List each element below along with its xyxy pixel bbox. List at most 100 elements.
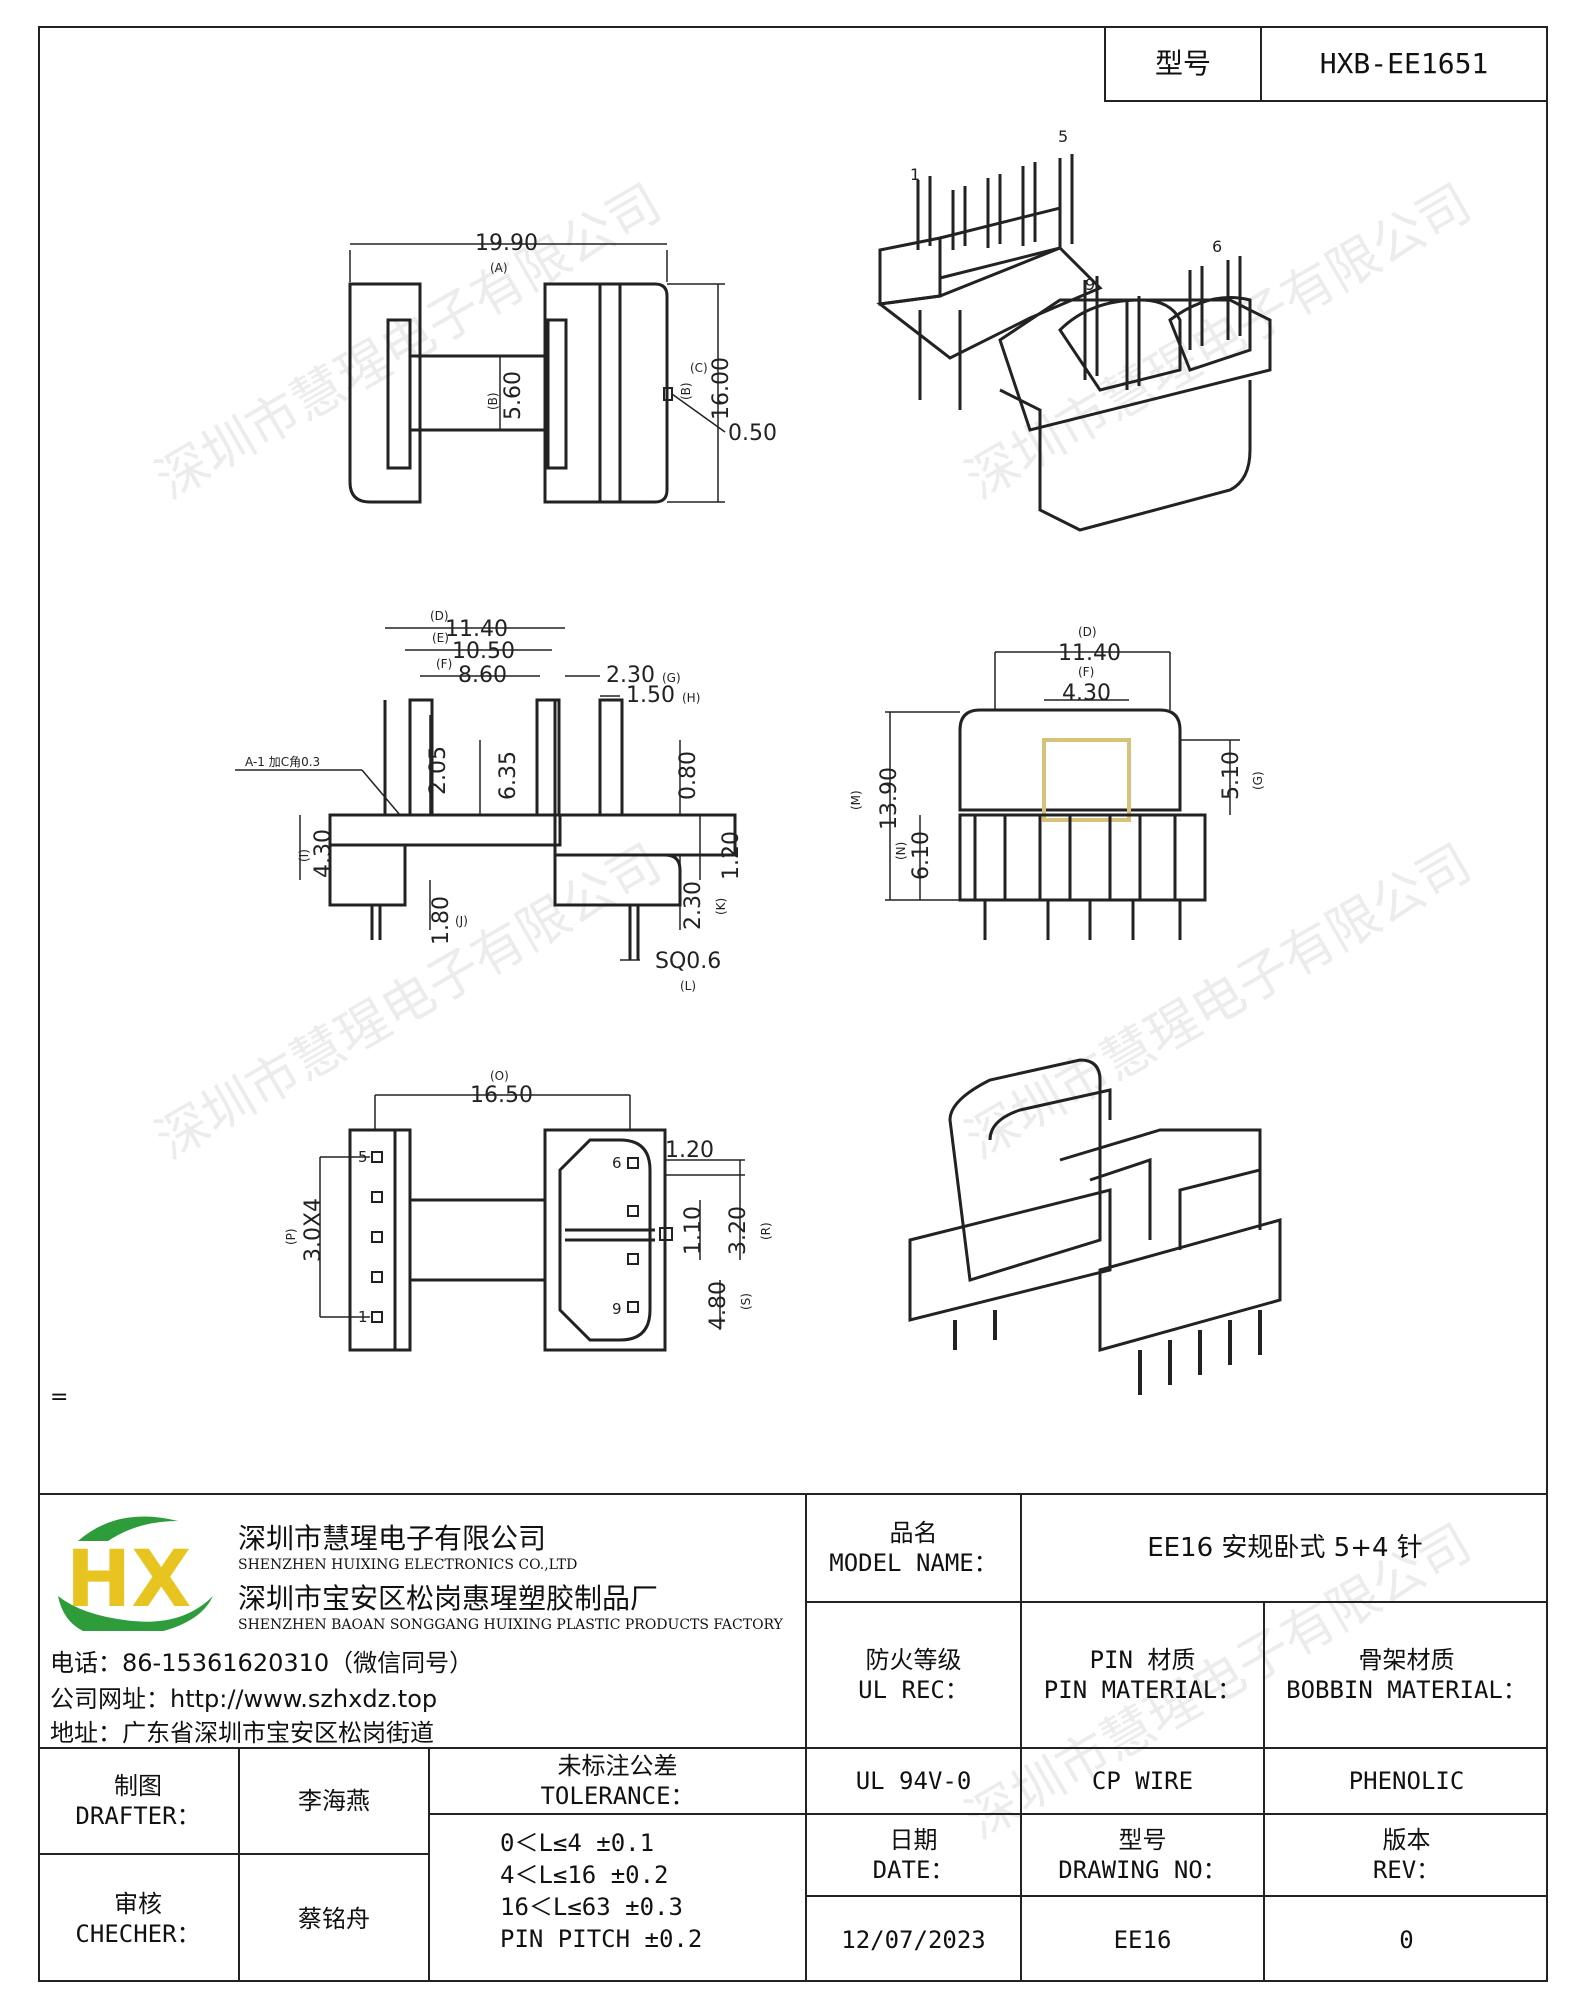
header-model-value: HXB-EE1651	[1260, 26, 1548, 102]
dim-tag: (A)	[490, 261, 508, 275]
top-view	[348, 243, 726, 504]
tolerance-values: 0＜L≤4 ±0.1 4＜L≤16 ±0.2 16＜L≤63 ±0.3 PIN …	[500, 1827, 702, 1955]
dim-side-d5: 1.50	[626, 683, 675, 708]
model-name-value: EE16 安规卧式 5+4 针	[1147, 1532, 1423, 1563]
model-name-label: 品名 MODEL NAME：	[829, 1519, 998, 1577]
dim-side-d10: 4.30	[311, 829, 336, 878]
tolerance-line: 0＜L≤4 ±0.1	[500, 1829, 655, 1857]
front-view	[885, 651, 1240, 940]
iso-pin-label: 1	[910, 165, 920, 184]
dim-tag: (H)	[682, 691, 700, 705]
dim-bottom-pitch: 3.0X4	[301, 1198, 326, 1262]
dim-bottom-d: 4.80	[706, 1281, 731, 1330]
dim-front-w: 11.40	[1058, 641, 1121, 666]
dim-front-h: 13.90	[877, 767, 902, 830]
dim-tag: (B)	[679, 382, 693, 400]
dim-tag: (J)	[455, 914, 468, 928]
dim-top-gap: 5.60	[501, 371, 526, 420]
dim-side-d13: SQ0.6	[655, 949, 721, 974]
dim-side-d11: 1.80	[429, 896, 454, 945]
dim-tag: (B)	[486, 392, 500, 410]
tolerance-line: 16＜L≤63 ±0.3	[500, 1893, 683, 1921]
dim-side-d7: 6.35	[496, 751, 521, 800]
iso-pin-label: 5	[1058, 127, 1068, 146]
checker-label: 审核 CHECHER：	[75, 1889, 201, 1948]
bottom-view	[319, 1094, 745, 1352]
dim-tag: (I)	[297, 849, 311, 862]
company-address: 地址：广东省深圳市宝安区松岗街道	[50, 1719, 434, 1747]
bobbin-material-value: PHENOLIC	[1348, 1767, 1465, 1795]
pin-material-value: CP WIRE	[1091, 1767, 1194, 1795]
bottom-pin-label: 6	[612, 1154, 622, 1172]
date-value: 12/07/2023	[841, 1925, 986, 1954]
dim-tag: (O)	[490, 1069, 509, 1083]
pin-material-label: PIN 材质 PIN MATERIAL：	[1043, 1646, 1242, 1704]
drafter-label: 制图 DRAFTER：	[75, 1772, 201, 1830]
dim-tag: (G)	[662, 671, 681, 685]
dim-tag: (S)	[739, 1293, 753, 1310]
dim-bottom-c: 3.20	[726, 1206, 751, 1255]
dim-tag: (E)	[432, 631, 449, 645]
dim-bottom-a: 1.20	[665, 1138, 714, 1163]
dim-side-d3: 8.60	[458, 663, 507, 688]
tolerance-line: 4＜L≤16 ±0.2	[500, 1861, 669, 1889]
dim-front-r: 5.10	[1219, 751, 1244, 800]
rev-label: 版本 REV：	[1372, 1826, 1441, 1884]
side-note: A-1 加C角0.3	[245, 755, 320, 769]
factory-name-en: SHENZHEN BAOAN SONGGANG HUIXING PLASTIC …	[238, 1617, 783, 1633]
dim-bottom-w: 16.50	[470, 1083, 533, 1108]
title-block: HX 深圳市慧瑆电子有限公司 SHENZHEN HUIXING ELECTRON…	[38, 1493, 1548, 1982]
header-model-label: 型号	[1104, 26, 1262, 102]
dim-tag: (F)	[436, 657, 452, 671]
bottom-pin-label: 9	[612, 1300, 622, 1318]
company-phone: 电话：86-15361620310（微信同号）	[50, 1649, 474, 1677]
svg-text:HX: HX	[66, 1535, 191, 1625]
dim-tag: (D)	[1078, 625, 1097, 639]
drawing-frame	[38, 26, 1548, 1982]
iso-view-bottom	[908, 1058, 1282, 1395]
side-view	[235, 627, 737, 961]
tolerance-line: PIN PITCH ±0.2	[500, 1925, 703, 1953]
dim-tag: (K)	[714, 898, 728, 915]
dim-side-d6: 2.05	[426, 746, 451, 795]
dim-top-height: 16.00	[709, 357, 734, 420]
company-name-cn: 深圳市慧瑆电子有限公司	[238, 1522, 547, 1555]
dim-tag: (R)	[759, 1222, 773, 1240]
dim-side-d2: 10.50	[452, 639, 515, 664]
factory-name-cn: 深圳市宝安区松岗惠瑆塑胶制品厂	[238, 1582, 659, 1615]
dim-tag: (F)	[1078, 665, 1094, 679]
dim-tag: (L)	[680, 979, 696, 993]
checker-name: 蔡铭舟	[298, 1904, 370, 1933]
company-website: 公司网址：http://www.szhxdz.top	[50, 1685, 438, 1713]
ul-rec-label: 防火等级 UL REC：	[858, 1646, 969, 1704]
dim-front-h2: 6.10	[909, 831, 934, 880]
drawing-no-label: 型号 DRAWING NO：	[1058, 1826, 1227, 1884]
date-label: 日期 DATE：	[872, 1826, 955, 1884]
technical-drawing: 19.90 (A) 5.60 (B) 16.00 (B) 0.50 (C) 1 …	[235, 127, 1282, 1395]
dim-side-d8: 0.80	[676, 751, 701, 800]
equals-mark: =	[50, 1385, 69, 1410]
dim-tag: (G)	[1251, 771, 1265, 790]
iso-pin-label: 6	[1212, 237, 1222, 256]
dim-tag: (N)	[894, 842, 908, 860]
ul-rec-value: UL 94V-0	[855, 1767, 972, 1795]
drawing-no-value: EE16	[1113, 1925, 1172, 1954]
iso-view-top	[876, 154, 1272, 532]
dim-tag: (C)	[690, 361, 708, 375]
company-name-en: SHENZHEN HUIXING ELECTRONICS CO.,LTD	[238, 1557, 578, 1573]
bottom-pin-label: 5	[358, 1148, 368, 1166]
dim-tag: (D)	[430, 609, 449, 623]
dim-side-d4: 2.30	[606, 663, 655, 688]
dim-side-d1: 11.40	[445, 617, 508, 642]
bobbin-material-label: 骨架材质 BOBBIN MATERIAL：	[1286, 1646, 1527, 1704]
dim-tag: (M)	[849, 790, 863, 810]
rev-value: 0	[1399, 1925, 1414, 1954]
dim-side-d9: 1.20	[719, 831, 744, 880]
dim-bottom-b: 1.10	[681, 1206, 706, 1255]
dim-tag: (P)	[284, 1228, 298, 1245]
drafter-name: 李海燕	[298, 1787, 370, 1815]
bottom-pin-label: 1	[358, 1308, 368, 1326]
tolerance-label: 未标注公差 TOLERANCE：	[540, 1752, 695, 1810]
dim-top-thk: 0.50	[728, 421, 777, 446]
dim-side-d12: 2.30	[681, 881, 706, 930]
